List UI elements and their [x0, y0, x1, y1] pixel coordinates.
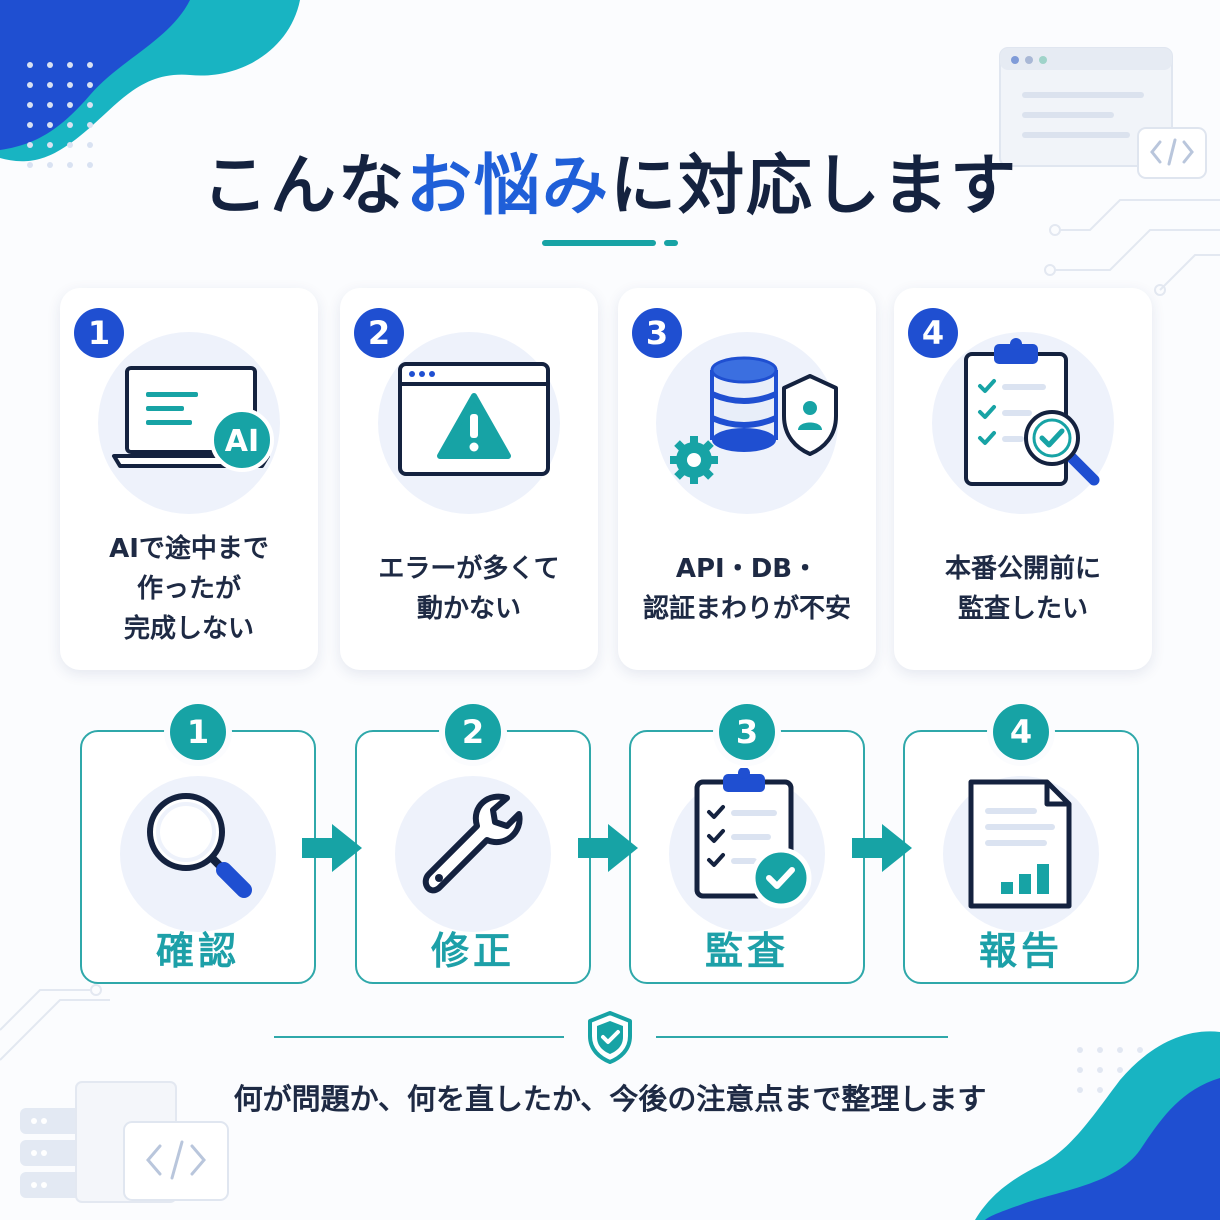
footer-message: 何が問題か、何を直したか、今後の注意点まで整理します	[233, 1082, 987, 1116]
step-label: 修正	[430, 929, 515, 973]
step-number: 3	[719, 704, 775, 760]
title-suffix: に対応します	[610, 147, 1018, 224]
problem-line: 完成しない	[123, 614, 254, 645]
shield-check-icon	[588, 1011, 632, 1064]
problem-number: 1	[74, 308, 124, 358]
checklist-approved-icon	[694, 768, 812, 909]
step-number: 4	[993, 704, 1049, 760]
problem-number: 2	[354, 308, 404, 358]
problem-line: 作ったが	[136, 573, 241, 604]
step-card-4: 4 報告	[903, 704, 1139, 984]
browser-warning-icon	[398, 362, 550, 476]
step-card-1: 1 確認	[80, 704, 316, 984]
clipboard-inspect-icon	[964, 338, 1100, 486]
step-card-2: 2 修正	[355, 704, 591, 984]
footer-divider-left	[274, 1036, 564, 1038]
arrow-right-icon	[302, 824, 362, 872]
title-highlight: お悩み	[406, 147, 610, 224]
problem-number: 4	[908, 308, 958, 358]
step-card-3: 3 監査	[629, 704, 865, 984]
problem-text: 本番公開前に 監査したい	[894, 528, 1152, 650]
title-underline-dot	[664, 240, 678, 246]
step-label: 監査	[704, 929, 789, 973]
problem-card-3: 3 API・DB・ 認証まわりが不安	[618, 288, 876, 670]
report-chart-icon	[968, 779, 1072, 909]
problem-line: 本番公開前に	[944, 553, 1101, 584]
arrow-right-icon	[578, 824, 638, 872]
problem-number: 3	[632, 308, 682, 358]
title-prefix: こんな	[202, 147, 406, 224]
problem-line: 認証まわりが不安	[642, 594, 851, 624]
magnifier-icon	[147, 793, 252, 898]
problem-text: AIで途中まで 作ったが 完成しない	[60, 528, 318, 650]
problem-card-2: 2 エラーが多くて 動かない	[340, 288, 598, 670]
problem-line: 動かない	[416, 594, 521, 624]
ai-badge: AI	[225, 424, 259, 459]
footer-divider-right	[656, 1036, 948, 1038]
step-number: 2	[445, 704, 501, 760]
page-title: こんなお悩みに対応します	[0, 132, 1220, 228]
problem-line: 監査したい	[957, 594, 1088, 624]
problem-card-1: AI 1 AIで途中まで 作ったが 完成しない	[60, 288, 318, 670]
problem-line: エラーが多くて	[378, 553, 560, 584]
problem-text: API・DB・ 認証まわりが不安	[618, 528, 876, 650]
database-security-icon	[670, 356, 838, 484]
problem-text: エラーが多くて 動かない	[340, 528, 598, 650]
step-label: 確認	[155, 929, 240, 973]
problem-line: API・DB・	[675, 553, 819, 584]
wrench-icon	[422, 793, 523, 894]
step-label: 報告	[978, 929, 1063, 973]
title-underline	[542, 240, 656, 246]
problem-card-4: 4 本番公開前に 監査したい	[894, 288, 1152, 670]
step-number: 1	[170, 704, 226, 760]
laptop-ai-icon: AI	[112, 366, 274, 472]
problem-line: AIで途中まで	[109, 533, 269, 564]
arrow-right-icon	[852, 824, 912, 872]
